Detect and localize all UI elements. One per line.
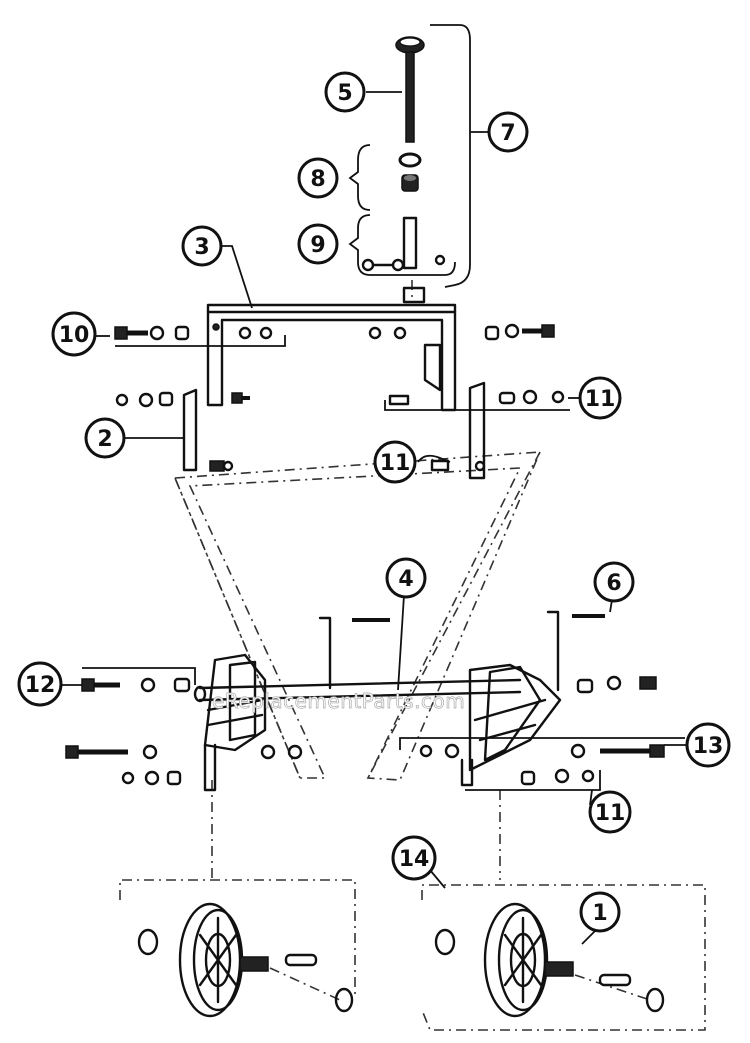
callout-leaders — [60, 24, 688, 945]
callout-11-upper-right: 11 — [578, 376, 622, 420]
callout-7: 7 — [487, 111, 529, 153]
callout-10: 10 — [51, 311, 97, 357]
callout-9: 9 — [297, 223, 339, 265]
right-side-bracket — [384, 381, 570, 480]
callout-11-lower-label: 11 — [595, 801, 626, 826]
bolt-set-right-upper — [484, 323, 555, 341]
callout-11-middle: 11 — [373, 440, 417, 484]
bolt-set-left-upper — [114, 325, 286, 347]
callout-5-label: 5 — [337, 81, 352, 106]
callout-3: 3 — [181, 225, 223, 267]
lower-axle-frame — [193, 610, 605, 792]
left-wheel-assembly — [119, 879, 356, 1018]
callout-12-label: 12 — [25, 673, 56, 698]
right-wheel-assembly — [421, 884, 706, 1031]
callout-2: 2 — [84, 417, 126, 459]
bolt-set-left-lower — [65, 667, 303, 786]
assembly-guide-lines — [173, 280, 542, 880]
callout-10-label: 10 — [59, 323, 90, 348]
callout-13: 13 — [685, 722, 731, 768]
left-side-bracket — [115, 388, 250, 472]
callout-1: 1 — [579, 891, 621, 933]
callout-12: 12 — [17, 661, 63, 707]
callout-2-label: 2 — [97, 427, 112, 452]
callout-4-label: 4 — [398, 567, 413, 592]
callout-6: 6 — [593, 561, 635, 603]
watermark-text: eReplacementParts.com — [212, 689, 465, 713]
callout-11-middle-label: 11 — [380, 451, 411, 476]
callout-4: 4 — [385, 557, 427, 599]
callout-13-label: 13 — [693, 734, 724, 759]
callout-11-upper-right-label: 11 — [585, 387, 616, 412]
washer-nut-set — [398, 152, 422, 192]
callout-11-lower: 11 — [588, 790, 632, 834]
handle-knob-bolt — [395, 36, 425, 143]
callout-7-label: 7 — [500, 121, 515, 146]
callout-8-label: 8 — [310, 167, 325, 192]
callout-1-label: 1 — [592, 901, 607, 926]
handle-bracket — [361, 216, 446, 304]
bolt-set-right-lower — [399, 675, 685, 791]
callout-14: 14 — [391, 835, 437, 881]
callout-3-label: 3 — [194, 235, 209, 260]
callout-14-label: 14 — [399, 847, 430, 872]
upper-crossbar — [206, 303, 457, 412]
callout-8: 8 — [297, 157, 339, 199]
callout-9-label: 9 — [310, 233, 325, 258]
callout-5: 5 — [324, 71, 366, 113]
callout-6-label: 6 — [606, 571, 621, 596]
